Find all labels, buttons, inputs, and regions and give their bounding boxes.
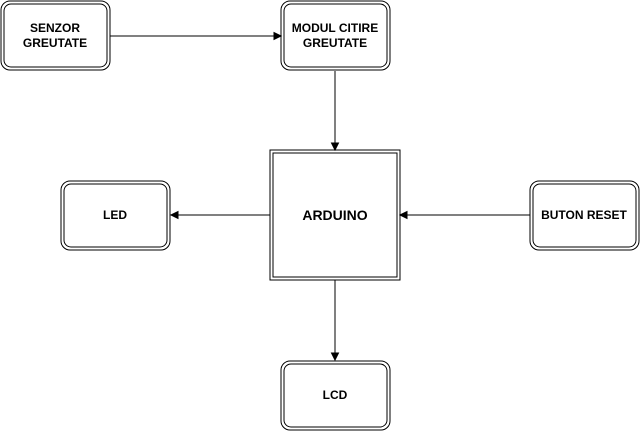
node-modul-citire-greutate: MODUL CITIRE GREUTATE [280, 0, 391, 71]
edge-arduino-to-lcd [330, 280, 340, 362]
node-led: LED [60, 180, 171, 251]
edge-senzor-to-modul [110, 31, 283, 41]
node-modul-label-line1: MODUL CITIRE [292, 21, 378, 35]
node-lcd-label: LCD [323, 388, 348, 402]
edge-arduino-to-led [169, 210, 270, 220]
node-senzor-label-line1: SENZOR [30, 21, 80, 35]
node-lcd: LCD [280, 360, 391, 431]
node-buton-label: BUTON RESET [541, 208, 627, 222]
node-modul-label-line2: GREUTATE [303, 36, 367, 50]
node-buton-reset: BUTON RESET [529, 180, 640, 251]
node-led-label: LED [103, 208, 127, 222]
edge-buton-to-arduino [398, 210, 530, 220]
edges [110, 31, 530, 362]
node-senzor-label-line2: GREUTATE [23, 36, 87, 50]
node-senzor-greutate: SENZOR GREUTATE [0, 0, 111, 71]
node-arduino: ARDUINO [269, 149, 401, 281]
edge-modul-to-arduino [330, 71, 340, 152]
node-arduino-label: ARDUINO [302, 207, 367, 223]
